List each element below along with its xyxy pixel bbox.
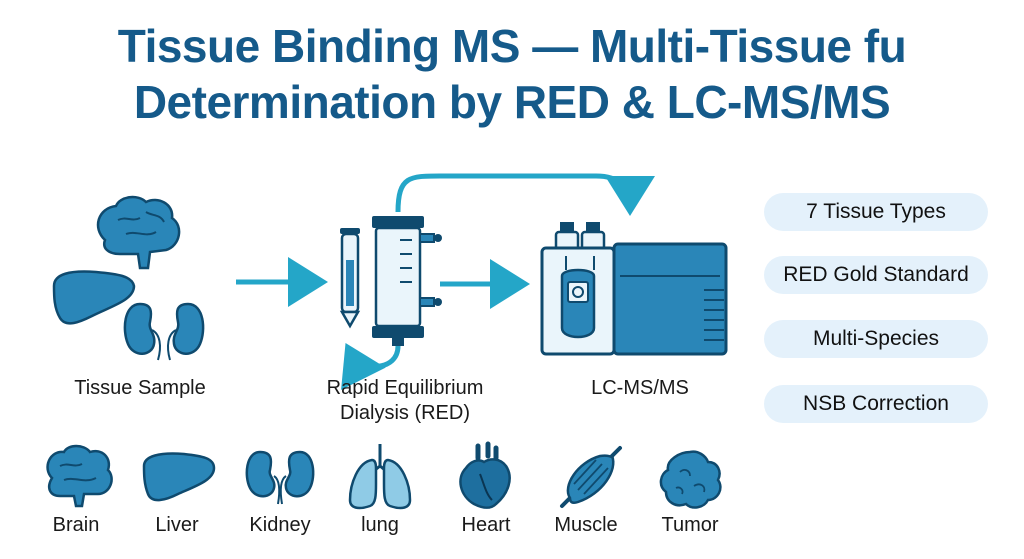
feature-pill-tissue-types: 7 Tissue Types [764, 193, 988, 231]
step-red-label: Rapid Equilibrium Dialysis (RED) [300, 376, 510, 426]
tissue-label-lung: lung [361, 514, 399, 536]
lung-icon [348, 444, 412, 510]
kidney-icon [245, 450, 315, 505]
muscle-icon [560, 446, 622, 508]
step-lcms-label: LC-MS/MS [591, 377, 689, 399]
tissue-label-brain: Brain [52, 514, 100, 536]
tissue-label-kidney: Kidney [249, 514, 311, 536]
feature-pill-red-gold-standard: RED Gold Standard [764, 256, 988, 294]
heart-icon [459, 441, 511, 509]
step-tissue-sample-label: Tissue Sample [74, 377, 206, 399]
title-line-1: Tissue Binding MS — Multi-Tissue fu [117, 20, 907, 72]
feature-pill-multi-species: Multi-Species [764, 320, 988, 358]
step-red-label-line-2: Dialysis (RED) [340, 402, 470, 424]
step-red-label-line-1: Rapid Equilibrium [326, 377, 484, 399]
liver-icon [142, 452, 216, 502]
title-line-2: Determination by RED & LC-MS/MS [133, 76, 891, 128]
tissue-label-muscle: Muscle [554, 514, 618, 536]
tissue-label-liver: Liver [155, 514, 199, 536]
tissue-organs-icon [52, 195, 205, 361]
red-dialysis-device-icon [339, 216, 442, 346]
brain-icon [46, 444, 113, 508]
sample-liver-icon [52, 270, 136, 325]
tumor-icon [659, 450, 722, 509]
feature-pill-nsb-correction: NSB Correction [764, 385, 988, 423]
lc-ms-instrument-icon [540, 222, 728, 356]
tissue-label-tumor: Tumor [661, 514, 719, 536]
sample-brain-icon [96, 195, 181, 270]
arrow-recirculation [341, 343, 401, 391]
sample-kidney-icon [123, 302, 205, 361]
tissue-label-heart: Heart [461, 514, 511, 536]
page-title: Tissue Binding MS — Multi-Tissue fu Dete… [0, 18, 1024, 130]
arrow-top-loop [395, 173, 655, 216]
